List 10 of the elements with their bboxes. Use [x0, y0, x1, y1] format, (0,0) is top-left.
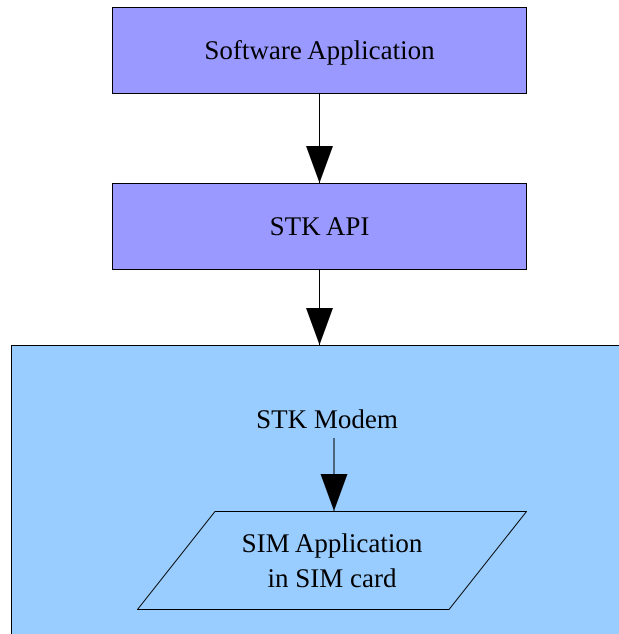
box-label: STK API — [270, 210, 370, 243]
arrow — [320, 438, 348, 512]
container-box — [11, 345, 619, 634]
box-label: SIM Application in SIM card — [240, 526, 424, 594]
modem-label: STK Modem — [227, 400, 427, 438]
process-box — [112, 7, 527, 94]
arrow — [306, 94, 333, 184]
arrow — [306, 270, 333, 346]
process-box — [112, 183, 527, 270]
box-label: Software Application — [204, 34, 435, 67]
